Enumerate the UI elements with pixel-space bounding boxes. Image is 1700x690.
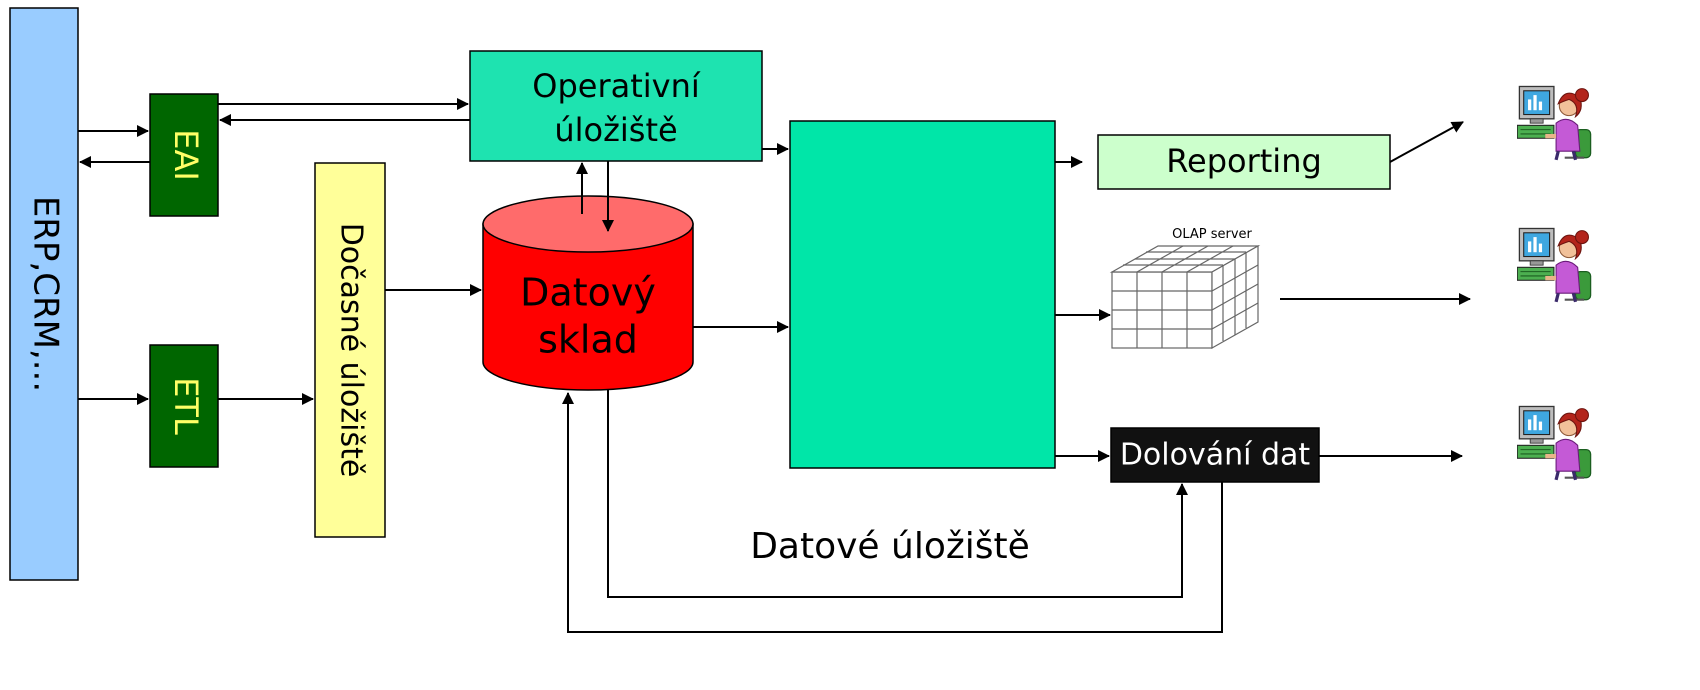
eai-label: EAI (167, 129, 205, 181)
user-at-computer-icon (1517, 228, 1590, 301)
staging-area-label: Dočasné úložiště (334, 223, 369, 478)
etl-label: ETL (167, 377, 205, 435)
olap-server-label: OLAP server (1172, 227, 1252, 242)
data-warehouse-cylinder: Datový sklad (482, 195, 694, 391)
source-systems-label: ERP,CRM,... (26, 196, 66, 392)
etl-box: ETL (149, 344, 219, 468)
user-at-computer-icon (1517, 86, 1590, 159)
operational-store-label-line1: Operativní (532, 67, 701, 105)
operational-store-box: Operativní úložiště (469, 50, 763, 162)
reporting-label: Reporting (1166, 142, 1322, 180)
connectors (78, 98, 1471, 633)
source-systems-box: ERP,CRM,... (9, 7, 79, 581)
reporting-box: Reporting (1097, 134, 1391, 190)
data-mining-label: Dolování dat (1120, 438, 1311, 473)
operational-store-label-line2: úložiště (554, 111, 677, 149)
data-store-block (789, 120, 1056, 469)
user-at-computer-icon (1517, 406, 1590, 479)
data-store-label: Datové úložiště (750, 526, 1030, 567)
data-warehouse-label-line2: sklad (538, 318, 638, 362)
data-mining-box: Dolování dat (1110, 427, 1320, 483)
staging-area-box: Dočasné úložiště (314, 162, 386, 538)
data-warehouse-label-line1: Datový (520, 271, 656, 315)
olap-cube-icon: OLAP server (1109, 227, 1261, 350)
eai-box: EAI (149, 93, 219, 217)
